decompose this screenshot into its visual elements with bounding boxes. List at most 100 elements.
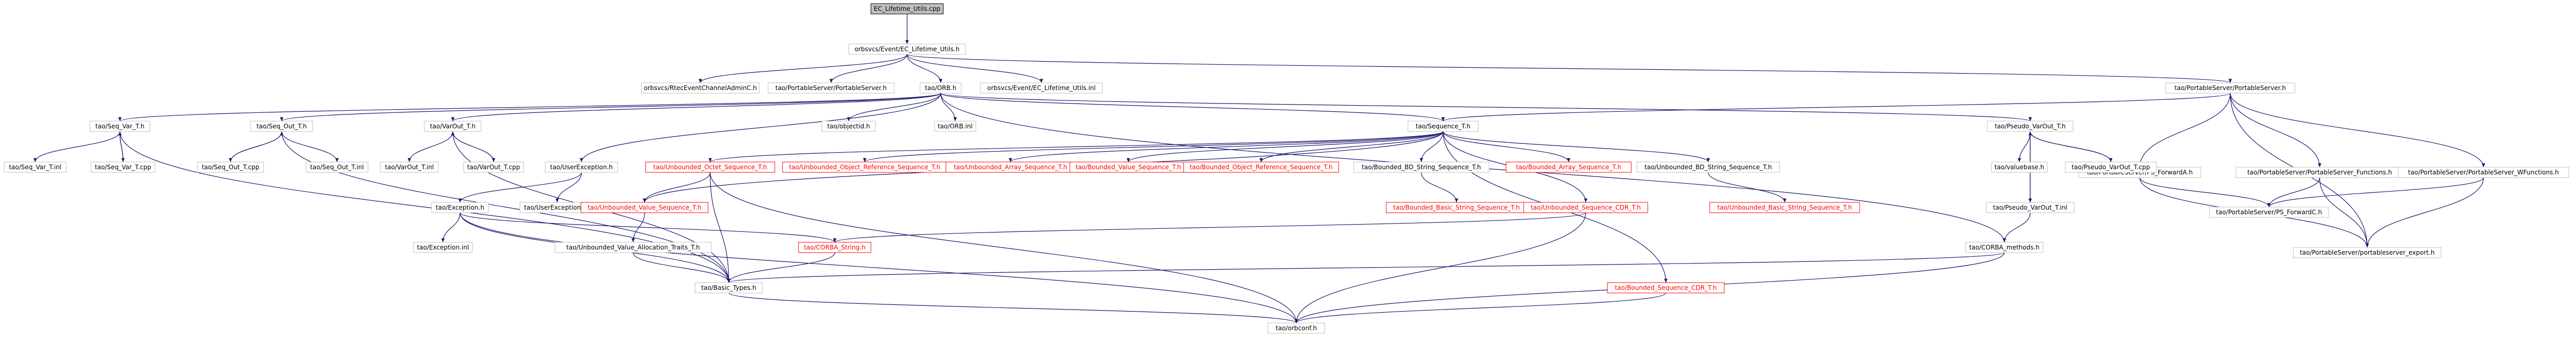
node-orb-inl[interactable]: tao/ORB.inl [934, 121, 976, 132]
node-label: tao/Basic_Types.h [701, 284, 756, 291]
node-label: tao/orbconf.h [1276, 325, 1317, 332]
node-ec-lifetime-h[interactable]: orbsvcs/Event/EC_Lifetime_Utils.h [848, 43, 966, 55]
node-label: tao/Pseudo_VarOut_T.cpp [2072, 164, 2150, 171]
node-ps-fwdc-h[interactable]: tao/PortableServer/PS_ForwardC.h [2209, 207, 2329, 218]
node-pseudo-varout-t-inl[interactable]: tao/Pseudo_VarOut_T.inl [1986, 202, 2075, 213]
edge-pseudo_varout_t_cpp-to-pseudo_varout_t_h [2028, 131, 2111, 163]
node-label: tao/PortableServer/PortableServer_WFunct… [2408, 169, 2559, 176]
node-seq-out-t-inl[interactable]: tao/Seq_Out_T.inl [305, 161, 369, 173]
node-ec-lifetime-inl[interactable]: orbsvcs/Event/EC_Lifetime_Utils.inl [980, 82, 1103, 94]
node-ps-export-h[interactable]: tao/PortableServer/portableserver_export… [2293, 247, 2442, 258]
node-orb-h[interactable]: tao/ORB.h [919, 82, 962, 94]
node-bounded-cdr-h[interactable]: tao/Bounded_Sequence_CDR_T.h [1607, 282, 1725, 293]
edge-sequence_t_h-to-ubounded_objref_h [863, 131, 1444, 163]
node-label: tao/Bounded_BD_String_Sequence_T.h [1362, 164, 1481, 171]
node-userexception-h[interactable]: tao/UserException.h [545, 161, 618, 173]
node-seq-var-t-inl[interactable]: tao/Seq_Var_T.inl [4, 161, 67, 173]
edge-ec_lifetime_h-to-orb_h [907, 54, 943, 83]
node-label: tao/UserException.inl [524, 204, 590, 211]
node-ps-functions-h[interactable]: tao/PortableServer/PortableServer_Functi… [2235, 167, 2404, 178]
node-label: tao/PortableServer/PS_ForwardC.h [2216, 209, 2322, 216]
edge-sequence_t_h-to-bounded_array_h [1443, 131, 1571, 163]
node-ubounded-objref-h[interactable]: tao/Unbounded_Object_Reference_Sequence_… [782, 161, 947, 173]
node-box [305, 161, 369, 173]
node-label: tao/PortableServer/PortableServer.h [2174, 84, 2286, 92]
edge-ps_ps_h-to-ps_fwd_h [2138, 93, 2231, 168]
node-seq-var-t-cpp[interactable]: tao/Seq_Var_T.cpp [90, 161, 156, 173]
edge-ps_fwd_h-to-ps_fwdc_h [2139, 177, 2271, 208]
node-varout-t-cpp[interactable]: tao/VarOut_T.cpp [463, 161, 524, 173]
node-label: tao/Unbounded_Value_Sequence_T.h [588, 204, 701, 211]
node-box [1986, 202, 2075, 213]
node-box [545, 161, 618, 173]
edge-ubounded_value_h-to-ubounded_value_alloc_h [631, 212, 645, 243]
edge-varout_t_cpp-to-varout_t_h [451, 131, 494, 163]
node-label: tao/Seq_Var_T.inl [9, 164, 62, 171]
node-orbconf-h[interactable]: tao/orbconf.h [1267, 322, 1325, 334]
edge-ubounded_cdr_h-to-orbconf_h [1294, 212, 1586, 324]
edge-orb_h-to-seq_var_t_h [118, 93, 941, 122]
node-label: EC_Lifetime_Utils.cpp [874, 5, 941, 12]
node-box [424, 121, 482, 132]
node-box [1523, 202, 1648, 213]
node-bounded-objref-h[interactable]: tao/Bounded_Object_Reference_Sequence_T.… [1183, 161, 1339, 173]
node-valuebase-h[interactable]: tao/valuebase.h [1991, 161, 2048, 173]
edge-ec_lifetime_h-to-ec_lifetime_inl [907, 54, 1044, 83]
node-ps-wfunctions-h[interactable]: tao/PortableServer/PortableServer_WFunct… [2398, 167, 2569, 178]
node-box [1991, 161, 2048, 173]
node-corba-string-h[interactable]: tao/CORBA_String.h [798, 242, 871, 253]
edge-seq_var_t_h-to-basic_types_h [119, 131, 731, 283]
node-userexception-inl[interactable]: tao/UserException.inl [519, 202, 595, 213]
edge-exception_h-to-orbconf_h [459, 212, 1298, 324]
edge-ubounded_octet_h-to-orbconf_h [710, 172, 1298, 324]
edge-ubounded_octet_h-to-ubounded_value_h [642, 172, 711, 203]
node-exception-h[interactable]: tao/Exception.h [431, 202, 489, 213]
node-pseudo-varout-t-cpp[interactable]: tao/Pseudo_VarOut_T.cpp [2065, 161, 2157, 173]
node-sequence-t-h[interactable]: tao/Sequence_T.h [1407, 121, 1479, 132]
node-box [980, 82, 1103, 94]
node-objectid-h[interactable]: tao/objectid.h [821, 121, 876, 132]
node-varout-t-inl[interactable]: tao/VarOut_T.inl [380, 161, 439, 173]
node-label: tao/Pseudo_VarOut_T.h [1995, 123, 2065, 130]
node-ubounded-value-h[interactable]: tao/Unbounded_Value_Sequence_T.h [580, 202, 709, 213]
edge-ubounded_value_alloc_h-to-basic_types_h [633, 252, 731, 283]
node-corba-methods-h[interactable]: tao/CORBA_methods.h [1965, 242, 2044, 253]
node-seq-var-t-h[interactable]: tao/Seq_Var_T.h [89, 121, 150, 132]
node-box [90, 161, 156, 173]
node-bounded-basic-string-h[interactable]: tao/Bounded_Basic_String_Sequence_T.h [1386, 202, 1527, 213]
node-seq-out-t-h[interactable]: tao/Seq_Out_T.h [250, 121, 313, 132]
node-box [1183, 161, 1339, 173]
node-label: tao/objectid.h [827, 123, 870, 130]
node-basic-types-h[interactable]: tao/Basic_Types.h [695, 282, 763, 293]
node-ubounded-octet-h[interactable]: tao/Unbounded_Octet_Sequence_T.h [645, 161, 775, 173]
node-pseudo-varout-t-h[interactable]: tao/Pseudo_VarOut_T.h [1987, 121, 2074, 132]
node-exception-inl[interactable]: tao/Exception.inl [413, 242, 473, 253]
node-ubounded-array-h[interactable]: tao/Unbounded_Array_Sequence_T.h [945, 161, 1076, 173]
node-ps-server-h[interactable]: tao/PortableServer/PortableServer.h [768, 82, 895, 94]
node-ubounded-bd-string-h[interactable]: tao/Unbounded_BD_String_Sequence_T.h [1636, 161, 1780, 173]
node-label: tao/ORB.h [925, 84, 957, 92]
node-label: tao/Unbounded_Value_Allocation_Traits_T.… [566, 244, 700, 251]
node-bounded-value-h[interactable]: tao/Bounded_Value_Sequence_T.h [1069, 161, 1187, 173]
edge-orb_h-to-objectid_h [847, 93, 941, 122]
node-ec-lifetime-cpp[interactable]: EC_Lifetime_Utils.cpp [870, 3, 944, 14]
node-label: tao/Unbounded_Basic_String_Sequence_T.h [1718, 204, 1852, 211]
node-ubounded-cdr-h[interactable]: tao/Unbounded_Sequence_CDR_T.h [1523, 202, 1648, 213]
node-label: tao/VarOut_T.h [430, 123, 476, 130]
node-ubounded-basic-string-h[interactable]: tao/Unbounded_Basic_String_Sequence_T.h [1709, 202, 1860, 213]
node-varout-t-h[interactable]: tao/VarOut_T.h [424, 121, 482, 132]
node-bounded-array-h[interactable]: tao/Bounded_Array_Sequence_T.h [1506, 161, 1632, 173]
edge-bounded_bd_string_h-to-bounded_basic_string_h [1421, 172, 1459, 203]
node-label: tao/Pseudo_VarOut_T.inl [1993, 204, 2067, 211]
node-box [934, 121, 976, 132]
node-rtec-admin-h[interactable]: orbsvcs/RtecEventChannelAdminC.h [641, 82, 760, 94]
node-ubounded-value-alloc-h[interactable]: tao/Unbounded_Value_Allocation_Traits_T.… [555, 242, 712, 253]
node-label: tao/Bounded_Array_Sequence_T.h [1516, 164, 1621, 171]
node-bounded-bd-string-h[interactable]: tao/Bounded_BD_String_Sequence_T.h [1353, 161, 1490, 173]
node-label: tao/UserException.h [550, 164, 612, 171]
edge-ps_wfunctions_h-to-ps_export_h [2365, 177, 2484, 248]
node-seq-out-t-cpp[interactable]: tao/Seq_Out_T.cpp [197, 161, 264, 173]
edge-exception_h-to-corba_string_h [459, 212, 837, 243]
node-ps-ps-h[interactable]: tao/PortableServer/PortableServer.h [2165, 82, 2295, 94]
node-box [380, 161, 439, 173]
